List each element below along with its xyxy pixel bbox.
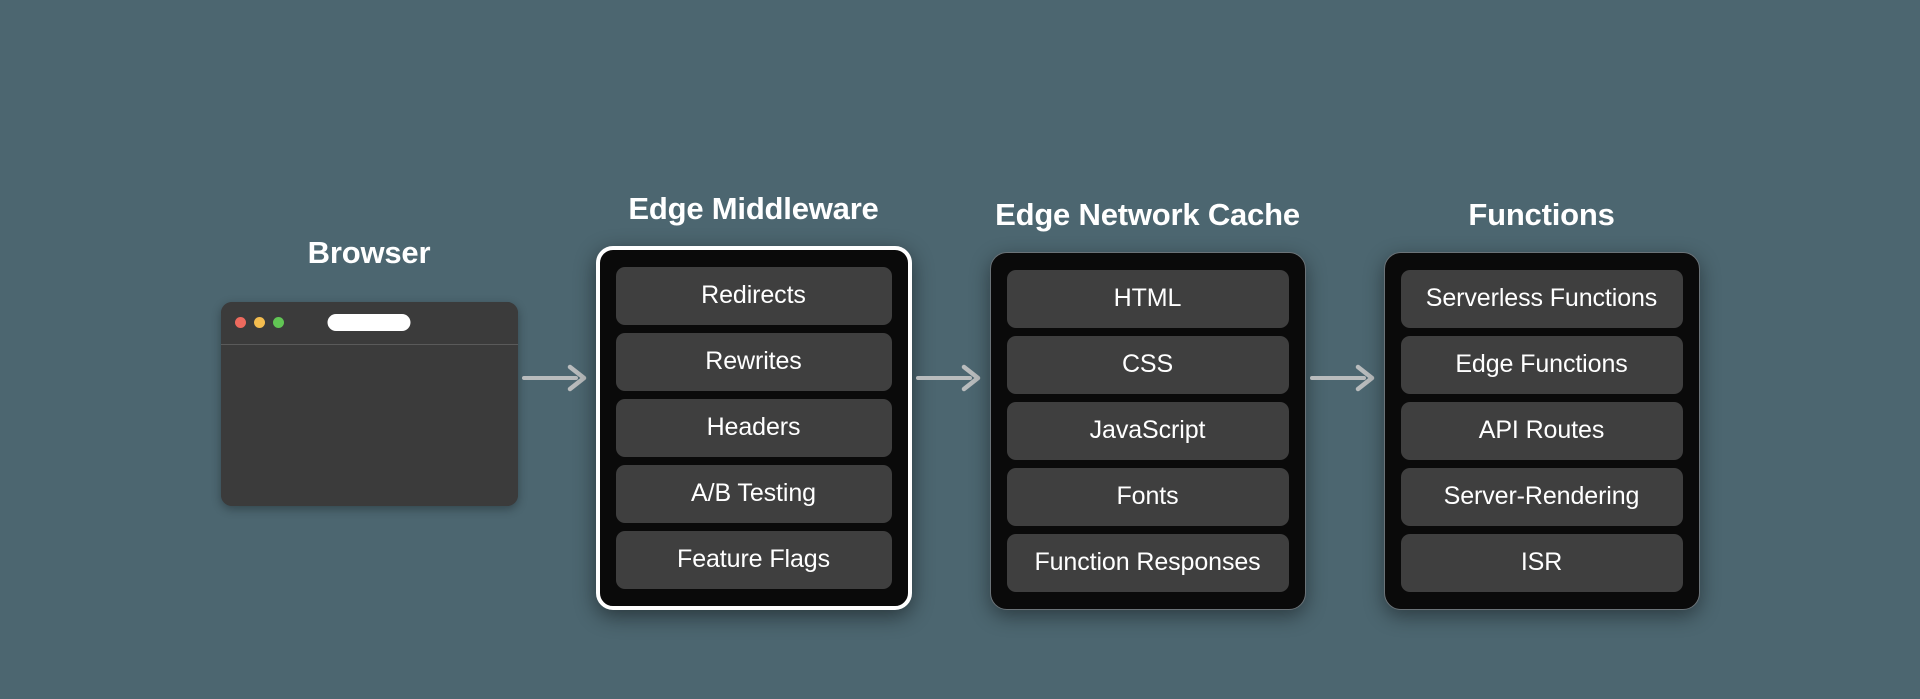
edge-middleware-title: Edge Middleware [628,190,879,226]
arrow-right-icon [521,364,586,391]
browser-url-bar[interactable] [327,314,411,331]
browser-viewport [220,344,518,506]
arrow-right-icon [1309,364,1374,391]
arrow-right-icon [915,364,980,391]
browser-traffic-lights [234,317,284,328]
list-item[interactable]: Function Responses [1006,533,1289,592]
arrow-cache-to-functions [1306,363,1384,393]
list-item[interactable]: ISR [1400,533,1683,592]
list-item[interactable]: Rewrites [615,332,892,391]
list-item[interactable]: Edge Functions [1400,335,1683,394]
arrow-browser-to-middleware [518,363,596,393]
list-item[interactable]: Fonts [1006,467,1289,526]
list-item[interactable]: CSS [1006,335,1289,394]
stage-browser: Browser [220,90,518,610]
stage-edge-middleware: Edge Middleware Redirects Rewrites Heade… [595,90,912,610]
browser-window-mockup [220,301,518,506]
minimize-dot-icon[interactable] [253,317,265,328]
list-item[interactable]: Server-Rendering [1400,467,1683,526]
list-item[interactable]: Feature Flags [615,530,892,589]
stage-edge-network-cache: Edge Network Cache HTML CSS JavaScript F… [989,90,1306,610]
list-item[interactable]: A/B Testing [615,464,892,523]
list-item[interactable]: API Routes [1400,401,1683,460]
browser-chrome-bar [220,301,518,345]
list-item[interactable]: Redirects [615,266,892,325]
browser-title: Browser [307,234,431,270]
arrow-middleware-to-cache [912,363,990,393]
edge-middleware-panel[interactable]: Redirects Rewrites Headers A/B Testing F… [595,245,912,610]
edge-network-cache-panel[interactable]: HTML CSS JavaScript Fonts Function Respo… [989,251,1306,610]
functions-panel[interactable]: Serverless Functions Edge Functions API … [1383,251,1700,610]
functions-title: Functions [1468,196,1615,232]
list-item[interactable]: HTML [1006,269,1289,328]
list-item[interactable]: Serverless Functions [1400,269,1683,328]
maximize-dot-icon[interactable] [272,317,284,328]
edge-network-cache-title: Edge Network Cache [995,196,1300,232]
close-dot-icon[interactable] [234,317,246,328]
list-item[interactable]: JavaScript [1006,401,1289,460]
stage-functions: Functions Serverless Functions Edge Func… [1383,90,1700,610]
list-item[interactable]: Headers [615,398,892,457]
